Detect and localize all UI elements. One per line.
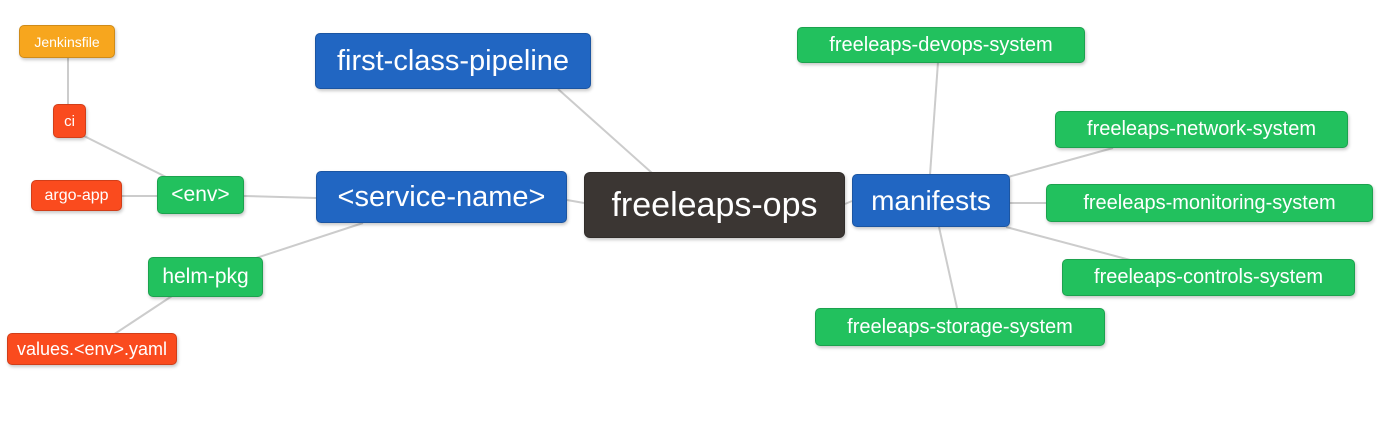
- edge-manifests-freeleaps-devops-system: [929, 61, 939, 176]
- edge-ci-env: [79, 133, 173, 181]
- node-label: ci: [64, 112, 75, 130]
- node-argo-app[interactable]: argo-app: [31, 180, 122, 211]
- node-label: freeleaps-controls-system: [1094, 266, 1323, 288]
- node-values-env-yaml[interactable]: values.<env>.yaml: [7, 333, 177, 365]
- node-label: argo-app: [44, 186, 109, 204]
- node-manifests[interactable]: manifests: [852, 174, 1010, 227]
- edge-freeleaps-ops-manifests: [844, 200, 853, 205]
- node-label: helm-pkg: [162, 265, 249, 288]
- node-label: manifests: [871, 184, 991, 216]
- node-label: freeleaps-storage-system: [847, 315, 1073, 338]
- edge-first-class-pipeline-freeleaps-ops: [557, 88, 653, 174]
- node-label: freeleaps-ops: [611, 185, 818, 224]
- node-freeleaps-storage-system[interactable]: freeleaps-storage-system: [815, 308, 1105, 346]
- node-service-name[interactable]: <service-name>: [316, 171, 567, 223]
- node-freeleaps-controls-system[interactable]: freeleaps-controls-system: [1062, 259, 1355, 296]
- edge-service-name-freeleaps-ops: [566, 199, 585, 204]
- node-label: freeleaps-devops-system: [829, 33, 1053, 56]
- node-label: first-class-pipeline: [336, 44, 570, 77]
- node-label: freeleaps-monitoring-system: [1083, 191, 1336, 214]
- edge-manifests-freeleaps-storage-system: [938, 226, 958, 309]
- edge-manifests-freeleaps-network-system: [1007, 147, 1114, 178]
- node-jenkinsfile[interactable]: Jenkinsfile: [19, 25, 115, 58]
- edge-env-service-name: [243, 195, 317, 199]
- edge-helm-pkg-values-env-yaml: [112, 295, 173, 336]
- node-label: <env>: [171, 183, 230, 206]
- node-freeleaps-devops-system[interactable]: freeleaps-devops-system: [797, 27, 1085, 63]
- edge-service-name-helm-pkg: [249, 222, 364, 261]
- node-freeleaps-network-system[interactable]: freeleaps-network-system: [1055, 111, 1348, 148]
- node-first-class-pipeline[interactable]: first-class-pipeline: [315, 33, 591, 89]
- node-ci[interactable]: ci: [53, 104, 86, 138]
- node-label: values.<env>.yaml: [16, 338, 168, 359]
- node-label: freeleaps-network-system: [1087, 118, 1316, 140]
- node-label: Jenkinsfile: [34, 33, 100, 50]
- node-freeleaps-monitoring-system[interactable]: freeleaps-monitoring-system: [1046, 184, 1373, 222]
- edge-manifests-freeleaps-controls-system: [1005, 226, 1135, 262]
- node-helm-pkg[interactable]: helm-pkg: [148, 257, 263, 297]
- node-env[interactable]: <env>: [157, 176, 244, 214]
- node-label: <service-name>: [337, 180, 546, 213]
- node-freeleaps-ops-root[interactable]: freeleaps-ops: [584, 172, 845, 238]
